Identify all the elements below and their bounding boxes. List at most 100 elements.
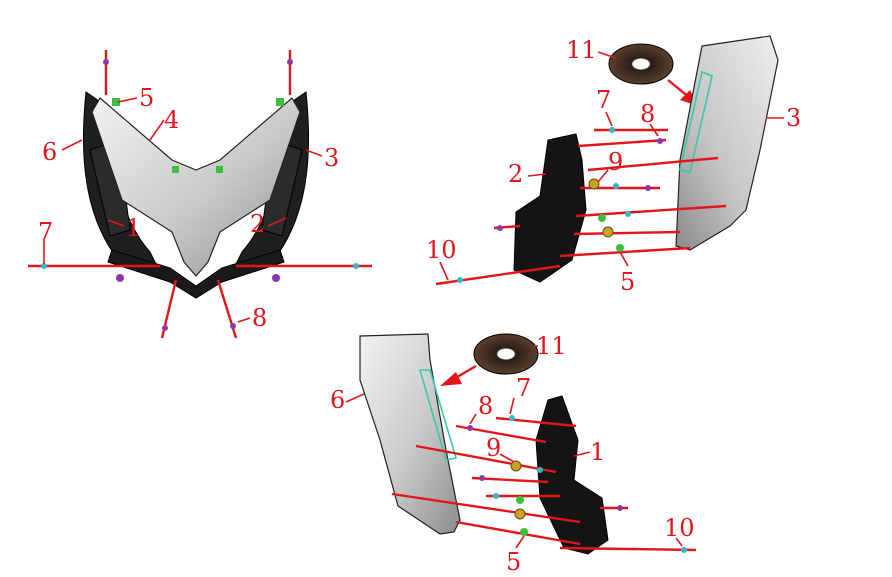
- callout-label: 10: [664, 514, 695, 542]
- grommet-marker: [598, 214, 606, 222]
- inner-bracket-part: [535, 395, 609, 555]
- leader-line: [149, 119, 165, 141]
- screw-marker: [493, 493, 499, 499]
- fastener-line: [559, 546, 697, 552]
- callout-label: 7: [38, 218, 53, 246]
- leader-line: [619, 251, 629, 267]
- leader-line: [499, 453, 515, 463]
- screw-marker: [162, 325, 168, 331]
- leader-line: [605, 111, 613, 127]
- callout-label: 8: [252, 304, 267, 332]
- front-assembly-view: 5 4 6 3 1 2 7 8: [28, 50, 372, 339]
- leader-line: [439, 261, 449, 281]
- leader-line: [469, 413, 477, 425]
- tape-roll-part: [473, 333, 539, 375]
- left-side-cover-part: [359, 333, 461, 535]
- screw-marker: [509, 415, 515, 421]
- insert-arrow-head: [440, 372, 462, 386]
- callout-label: 2: [508, 160, 523, 188]
- grommet-marker: [216, 166, 223, 173]
- callout-label: 9: [608, 148, 623, 176]
- front-lower-trim-part: [107, 249, 285, 299]
- callout-label: 4: [164, 106, 179, 134]
- fastener-line: [573, 230, 681, 236]
- screw-marker: [272, 274, 280, 282]
- fastener-line: [391, 492, 581, 524]
- screw-marker: [645, 185, 651, 191]
- screw-marker: [617, 505, 623, 511]
- fastener-line: [455, 520, 581, 546]
- callout-label: 8: [478, 392, 493, 420]
- leader-line: [305, 149, 323, 157]
- inner-bracket-part: [513, 133, 587, 283]
- screw-marker: [625, 211, 631, 217]
- grommet-marker: [112, 98, 120, 106]
- leader-line: [117, 97, 138, 103]
- fastener-line: [587, 156, 719, 172]
- leader-line: [267, 217, 287, 227]
- callout-label: 7: [596, 86, 611, 114]
- tape-roll-part: [608, 43, 674, 85]
- callout-label: 8: [640, 100, 655, 128]
- leader-line: [237, 317, 251, 323]
- nut-marker: [510, 460, 522, 472]
- front-cover-part: [91, 97, 301, 277]
- leader-line: [515, 535, 525, 549]
- grommet-marker: [516, 496, 524, 504]
- screw-marker: [353, 263, 359, 269]
- leader-line: [597, 51, 617, 59]
- seal-outline: [679, 70, 713, 173]
- leader-line: [509, 397, 515, 415]
- screw-marker: [230, 323, 236, 329]
- seal-outline: [418, 369, 458, 461]
- callout-label: 10: [426, 236, 457, 264]
- grommet-marker: [276, 98, 284, 106]
- leader-line: [61, 139, 83, 151]
- callout-label: 3: [786, 104, 801, 132]
- callout-label: 6: [330, 386, 345, 414]
- callout-label: 5: [506, 548, 521, 576]
- callout-label: 5: [139, 84, 154, 112]
- callout-label: 1: [126, 214, 141, 242]
- leader-line: [573, 451, 591, 457]
- leader-line: [675, 537, 683, 547]
- callout-label: 1: [590, 438, 605, 466]
- screw-marker: [467, 425, 473, 431]
- nut-marker: [514, 508, 526, 520]
- screw-marker: [497, 225, 503, 231]
- leader-line: [107, 219, 125, 227]
- callout-label: 5: [620, 268, 635, 296]
- nut-marker: [602, 226, 614, 238]
- screw-marker: [537, 467, 543, 473]
- screw-marker: [613, 183, 619, 189]
- screw-marker: [479, 475, 485, 481]
- fastener-line: [435, 264, 561, 286]
- grommet-marker: [616, 244, 624, 252]
- leader-line: [527, 173, 547, 177]
- screw-marker: [609, 127, 615, 133]
- leader-line: [345, 393, 365, 403]
- screw-marker: [287, 59, 293, 65]
- fastener-line: [415, 444, 557, 474]
- screw-marker: [41, 263, 47, 269]
- nut-marker: [588, 178, 600, 190]
- screw-marker: [103, 59, 109, 65]
- callout-label: 11: [536, 332, 567, 360]
- callout-label: 7: [516, 374, 531, 402]
- screw-marker: [681, 547, 687, 553]
- leader-line: [649, 123, 659, 137]
- fastener-line: [577, 138, 667, 148]
- screw-marker: [657, 138, 663, 144]
- right-side-cover-part: [675, 35, 779, 251]
- screw-marker: [457, 277, 463, 283]
- callout-label: 9: [486, 434, 501, 462]
- screw-marker: [116, 274, 124, 282]
- right-side-exploded-view: 11 3 7 8 2 9 10 5: [426, 35, 801, 296]
- fastener-line: [559, 246, 691, 258]
- left-side-exploded-view: 11 6 7 8 9 1 5 10: [330, 332, 697, 576]
- leader-line: [597, 169, 609, 183]
- callout-label: 3: [324, 144, 339, 172]
- grommet-marker: [172, 166, 179, 173]
- callout-label: 11: [566, 36, 597, 64]
